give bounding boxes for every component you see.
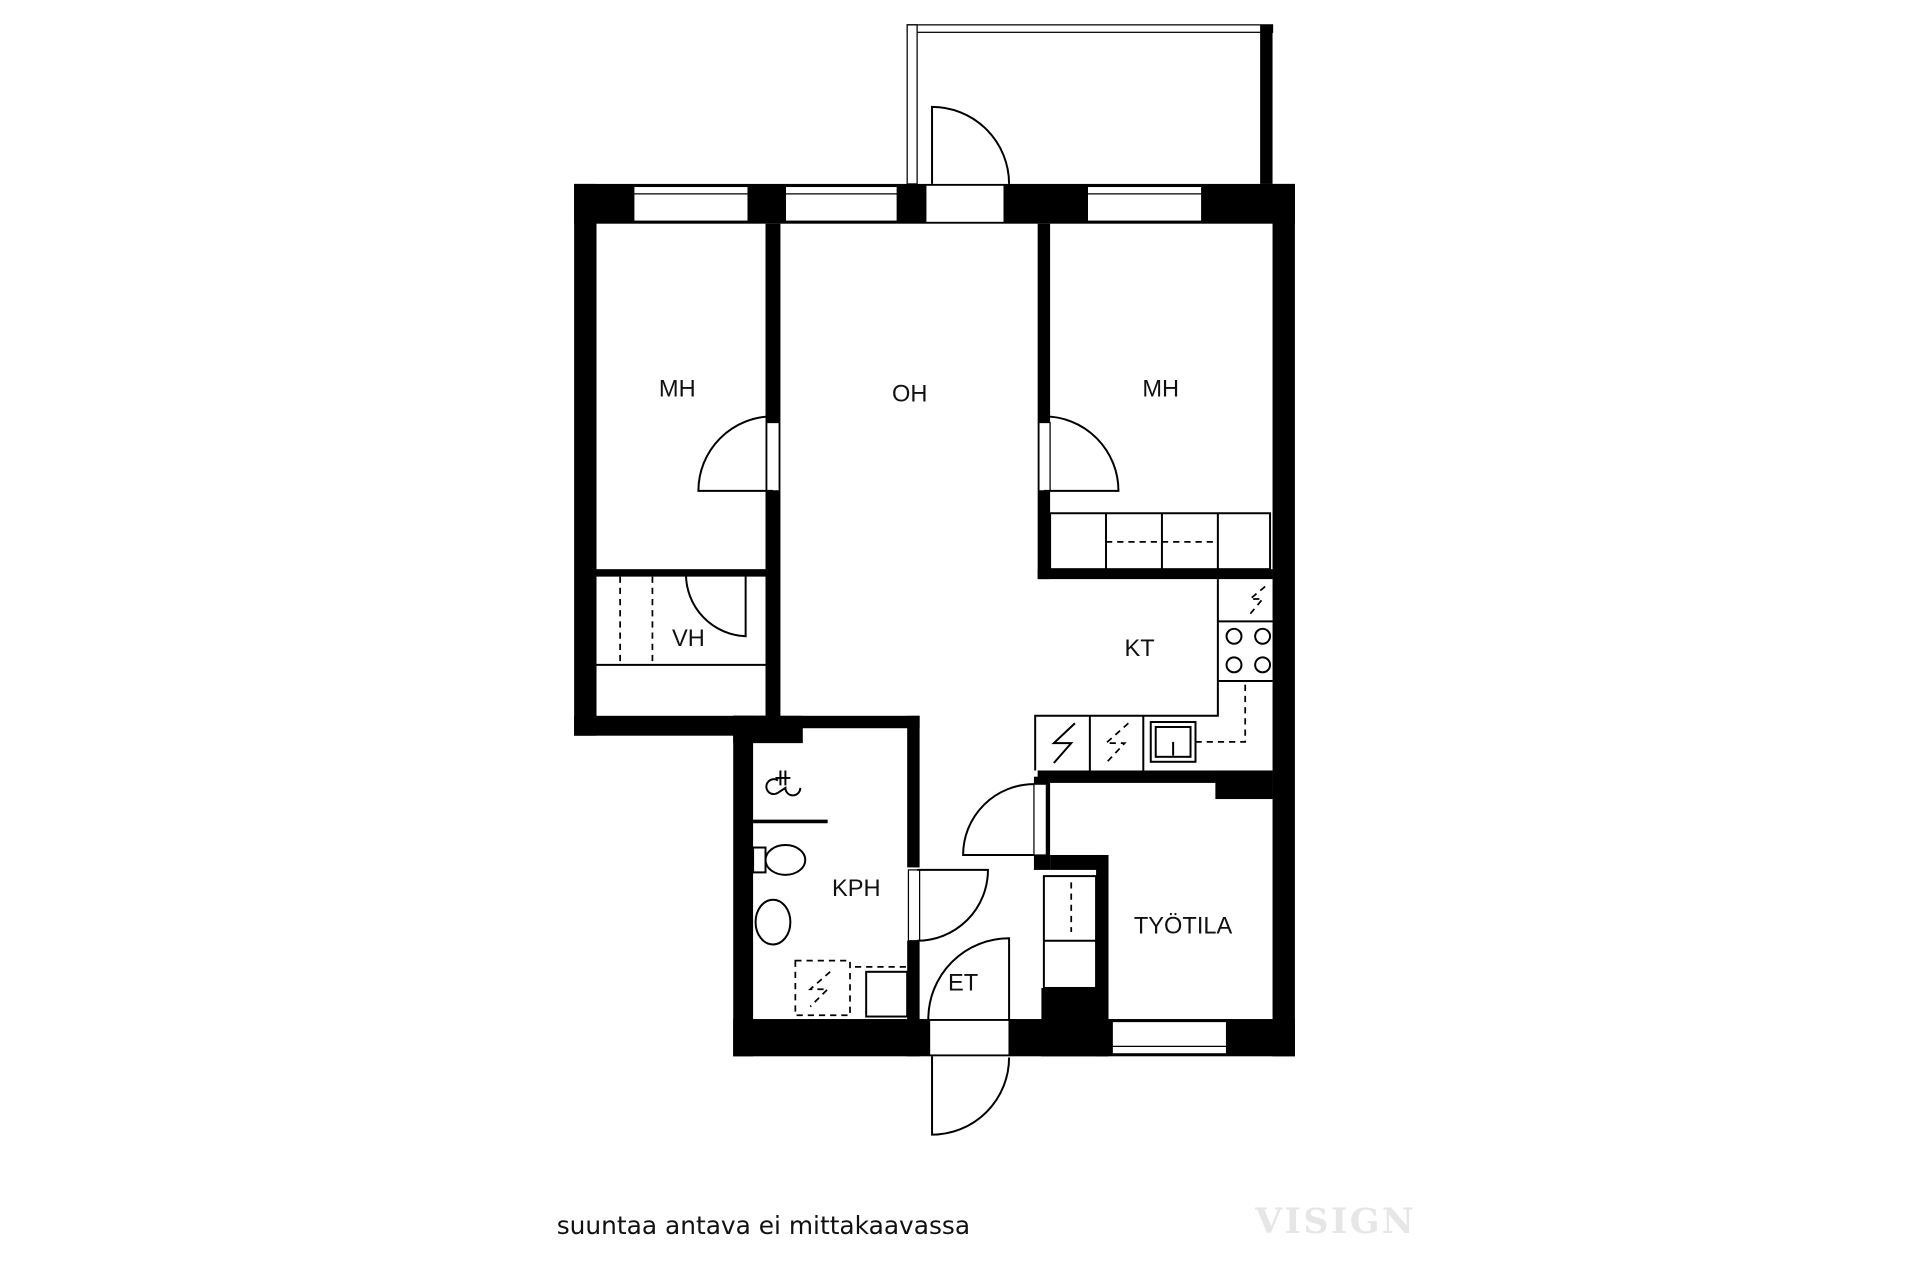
wall-vh-top bbox=[596, 569, 766, 577]
wall-right bbox=[1272, 183, 1295, 1057]
toilet-icon bbox=[764, 844, 807, 876]
wardrobe-mh-right bbox=[1049, 512, 1272, 571]
balcony bbox=[906, 24, 1274, 185]
freezer-icon bbox=[1247, 585, 1266, 615]
watermark: VISIGN bbox=[1254, 1201, 1416, 1242]
room-label-et: ET bbox=[948, 970, 978, 996]
door-mh-right-frame bbox=[1038, 421, 1051, 492]
wall-et-bottom-block bbox=[1041, 987, 1109, 1057]
door-kph-frame bbox=[907, 869, 921, 942]
room-label-kt: KT bbox=[1124, 636, 1154, 662]
room-label-oh: OH bbox=[892, 381, 927, 407]
wall-mh-right-bottom bbox=[1037, 569, 1273, 580]
window bbox=[1086, 185, 1203, 222]
door-et bbox=[927, 937, 1011, 1020]
door-kt bbox=[962, 783, 1034, 856]
room-label-vh: VH bbox=[672, 626, 705, 652]
stove-burner-icon bbox=[1225, 656, 1243, 674]
room-label-kph: KPH bbox=[832, 876, 881, 902]
wall-mh-right-partition bbox=[1037, 223, 1051, 580]
fridge-icon bbox=[1051, 722, 1076, 764]
balcony-rail-top bbox=[906, 24, 1274, 33]
room-labels: MH OH MH VH KT KPH TYÖTILA ET bbox=[659, 376, 1233, 996]
door-mh-left bbox=[697, 415, 773, 492]
closet-tyotila bbox=[1042, 875, 1098, 989]
scale-note: suuntaa antava ei mittakaavassa bbox=[557, 1211, 970, 1240]
entrance-opening bbox=[928, 1019, 1010, 1056]
stove-burner-icon bbox=[1225, 627, 1243, 645]
room-label-mh-left: MH bbox=[659, 376, 696, 402]
wall-closet-top bbox=[1050, 854, 1109, 870]
door-mh-right bbox=[1043, 415, 1120, 492]
door-mh-left-frame bbox=[766, 421, 780, 492]
room-label-tyotila: TYÖTILA bbox=[1134, 912, 1233, 939]
window bbox=[633, 185, 749, 222]
stove-burner-icon bbox=[1254, 627, 1272, 645]
wall-vh-bottom bbox=[574, 715, 781, 736]
cabinet bbox=[865, 970, 909, 1018]
shower-icon bbox=[765, 770, 802, 797]
doors bbox=[684, 105, 1120, 1136]
wall-left bbox=[574, 183, 597, 736]
door-vh bbox=[684, 574, 747, 638]
wall-tyotila-top bbox=[1037, 770, 1273, 783]
wardrobe-vh bbox=[596, 576, 766, 666]
door-balcony bbox=[931, 105, 1011, 184]
window bbox=[784, 185, 898, 222]
door-kt-frame bbox=[1033, 783, 1047, 856]
walls bbox=[574, 183, 1295, 1057]
balcony-wall-right bbox=[1260, 24, 1273, 184]
wall-tyotila-top-block bbox=[1215, 770, 1273, 800]
washing-machine-icon bbox=[794, 959, 851, 1017]
dishwasher-icon bbox=[1103, 722, 1129, 764]
kitchen-counter bbox=[1034, 579, 1273, 771]
balcony-rail-left bbox=[906, 24, 918, 185]
bathroom-fixtures bbox=[752, 770, 909, 1018]
door-kph bbox=[917, 868, 989, 942]
door-entrance bbox=[931, 1056, 1011, 1136]
windows bbox=[633, 184, 1228, 1056]
wall-kph-left bbox=[733, 715, 754, 1057]
fixtures bbox=[596, 512, 1273, 1018]
room-label-mh-right: MH bbox=[1142, 376, 1179, 402]
stove-burner-icon bbox=[1254, 656, 1272, 674]
balcony-door-opening bbox=[925, 184, 1005, 224]
bathroom-sink-icon bbox=[754, 898, 792, 946]
wall-kph-right-upper bbox=[907, 715, 920, 868]
window bbox=[1111, 1020, 1228, 1055]
